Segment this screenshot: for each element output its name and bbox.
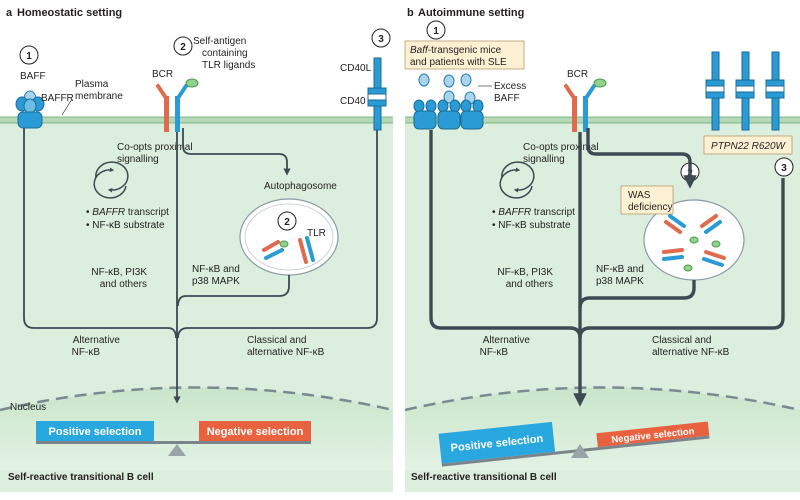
- panel-b-coopts-1: Co-opts proximal: [523, 142, 599, 153]
- panel-a-fulcrum: [168, 444, 186, 456]
- svg-text:deficiency: deficiency: [628, 202, 672, 213]
- panel-a-positive-label: Positive selection: [49, 426, 142, 438]
- panel-a-autophagosome-label: Autophagosome: [264, 181, 337, 192]
- panel-a-coopts-2: signalling: [117, 154, 159, 165]
- panel-a-tlr-complex: [262, 236, 315, 264]
- panel-b-bcr-label: BCR: [567, 69, 588, 80]
- panel-b-alt-nfkb-1: Alternative: [483, 335, 531, 346]
- svg-text:Baff-transgenic mice: Baff-transgenic mice: [410, 45, 502, 56]
- panel-b-excess-baff: [418, 73, 476, 105]
- panel-b-autophagosome: [643, 199, 745, 281]
- panel-a-marker-1: 1: [19, 45, 39, 65]
- panel-a-negative-box: [199, 421, 311, 441]
- panel-a-coopts-1: Co-opts proximal: [117, 142, 193, 153]
- panel-a-positive-box: [36, 421, 154, 441]
- panel-b-nfkb-pi3k-1: NF-κB, PI3K: [497, 267, 553, 278]
- svg-text:3: 3: [781, 163, 787, 174]
- panel-b-nfkb-pi3k-2: and others: [506, 279, 553, 290]
- panel-a-bcr-receptor: [156, 78, 199, 132]
- panel-b-coopts-2: signalling: [523, 154, 565, 165]
- panel-b-bcr-receptor: [564, 78, 607, 132]
- panel-a-pathway-arrows: [23, 128, 378, 404]
- svg-text:WAS: WAS: [628, 190, 651, 201]
- panel-a-classical-alt-2: alternative NF-κB: [247, 347, 325, 358]
- panel-b-selection-balance: Positive selection Negative selection: [438, 421, 710, 467]
- panel-a-nfkb-p38-1: NF-κB and: [192, 264, 240, 275]
- svg-text:2: 2: [180, 42, 186, 53]
- panel-b-alt-nfkb-2: NF-κB: [480, 347, 509, 358]
- panel-b-negative-box: [596, 421, 710, 448]
- panel-b-classical-alt-2: alternative NF-κB: [652, 347, 730, 358]
- panel-b-pathway-arrows: [429, 128, 785, 407]
- panel-b-excess-baff-1: Excess: [494, 81, 526, 92]
- panel-b-footer: Self-reactive transitional B cell: [411, 472, 557, 483]
- panel-a-cd40l-label: CD40L: [340, 63, 372, 74]
- panel-b-ptpn22-callout: PTPN22 R620W: [703, 135, 793, 155]
- panel-a-classical-alt-1: Classical and: [247, 335, 306, 346]
- svg-text:3: 3: [378, 34, 384, 45]
- panel-b: b Autoimmune setting 1 Baff-transgenic m…: [404, 7, 800, 492]
- panel-a-baffr-label: BAFFR: [41, 93, 74, 104]
- panel-b-plasma-membrane: [405, 117, 800, 123]
- panel-a-marker-2: 2: [173, 36, 193, 56]
- panel-a-baff-label: BAFF: [20, 71, 46, 82]
- panel-a-title: Homeostatic setting: [17, 7, 122, 19]
- panel-b-baff-callout: Baff-transgenic mice and patients with S…: [404, 40, 525, 70]
- panel-b-title: Autoimmune setting: [418, 7, 524, 19]
- panel-a-cd40-receptor: [367, 57, 387, 131]
- panel-b-cd40-receptors: [705, 51, 785, 131]
- panel-b-fulcrum: [571, 444, 589, 458]
- panel-a-self-antigen-3: TLR ligands: [202, 60, 255, 71]
- panel-b-positive-box: [438, 421, 556, 464]
- panel-a-letter: a: [6, 7, 13, 19]
- panel-a-alt-nfkb-2: NF-κB: [72, 347, 101, 358]
- svg-text:PTPN22 R620W: PTPN22 R620W: [711, 141, 786, 152]
- panel-a-cycle-icon: [93, 161, 129, 199]
- panel-a-footer: Self-reactive transitional B cell: [8, 472, 154, 483]
- panel-b-classical-alt-1: Classical and: [652, 335, 711, 346]
- panel-a-self-antigen-1: Self-antigen: [193, 36, 246, 47]
- svg-text:and patients with SLE: and patients with SLE: [410, 57, 507, 68]
- panel-a-nfkb-pi3k-1: NF-κB, PI3K: [91, 267, 147, 278]
- panel-a-plasma-label-1: Plasma: [75, 79, 109, 90]
- panel-b-cycle-icon: [499, 161, 535, 199]
- svg-text:1: 1: [433, 26, 439, 37]
- panel-a-nucleus-label: Nucleus: [10, 402, 46, 413]
- panel-b-excess-baff-2: BAFF: [494, 93, 520, 104]
- panel-a-nfkb-pi3k-2: and others: [100, 279, 147, 290]
- panel-a-nucleus: [0, 387, 393, 470]
- panel-a-tlr-label: TLR: [307, 228, 326, 239]
- panel-a: a Homeostatic setting Nucleus 1 BAFF BAF…: [0, 7, 394, 492]
- panel-a-plasma-label-2: membrane: [75, 91, 123, 102]
- panel-a-negative-label: Negative selection: [207, 426, 304, 438]
- panel-b-was-callout: WAS deficiency: [620, 185, 674, 215]
- panel-a-cd40-label: CD40: [340, 96, 366, 107]
- panel-a-beam: [36, 441, 311, 444]
- panel-a-bcr-label: BCR: [152, 69, 173, 80]
- panel-a-bullet-1: • BAFFR transcript: [86, 207, 169, 218]
- panel-b-letter: b: [407, 7, 414, 19]
- panel-b-nfkb-p38-1: NF-κB and: [596, 264, 644, 275]
- panel-a-nfkb-p38-2: p38 MAPK: [192, 276, 240, 287]
- panel-b-bullet-2: • NF-κB substrate: [492, 220, 571, 231]
- panel-a-marker-3: 3: [371, 28, 391, 48]
- panel-a-baffr-receptor: [15, 96, 45, 129]
- panel-b-nfkb-p38-2: p38 MAPK: [596, 276, 644, 287]
- panel-b-marker-1: 1: [426, 20, 446, 40]
- panel-a-self-antigen-2: containing: [202, 48, 248, 59]
- svg-text:2: 2: [284, 217, 290, 228]
- panel-a-alt-nfkb-1: Alternative: [73, 335, 121, 346]
- panel-b-marker-3: 3: [774, 157, 794, 177]
- panel-a-selection-balance: Positive selection Negative selection: [36, 421, 311, 456]
- svg-text:1: 1: [26, 51, 32, 62]
- panel-b-baffr-receptors: [413, 99, 484, 130]
- panel-a-marker-2b: 2: [277, 211, 297, 231]
- panel-a-plasma-membrane: [0, 117, 393, 123]
- panel-b-bullet-1: • BAFFR transcript: [492, 207, 575, 218]
- panel-a-bullet-2: • NF-κB substrate: [86, 220, 165, 231]
